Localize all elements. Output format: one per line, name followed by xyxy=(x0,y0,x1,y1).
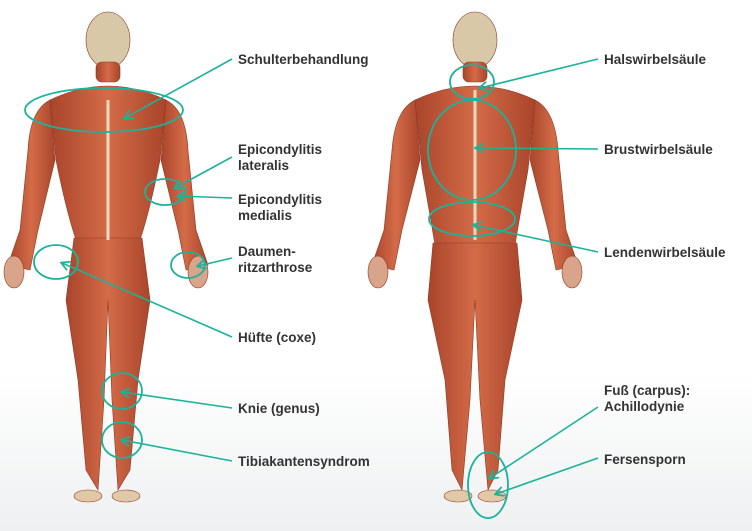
label-knie: Knie (genus) xyxy=(238,401,320,417)
label-lenden: Lendenwirbelsäule xyxy=(604,245,726,261)
label-brust: Brustwirbelsäule xyxy=(604,142,713,158)
label-fersen: Fersensporn xyxy=(604,452,686,468)
label-daumen: Daumen- ritzarthrose xyxy=(238,244,312,276)
label-epicondylitis-medialis: Epicondylitis medialis xyxy=(238,192,322,224)
label-epicondylitis-lateralis: Epicondylitis lateralis xyxy=(238,142,322,174)
label-hals: Halswirbelsäule xyxy=(604,52,706,68)
label-huefte: Hüfte (coxe) xyxy=(238,330,316,346)
label-fuss: Fuß (carpus): Achillodynie xyxy=(604,383,690,415)
label-tibia: Tibiakantensyndrom xyxy=(238,454,370,470)
back-figure xyxy=(368,12,582,502)
label-schulter: Schulterbehandlung xyxy=(238,52,369,68)
